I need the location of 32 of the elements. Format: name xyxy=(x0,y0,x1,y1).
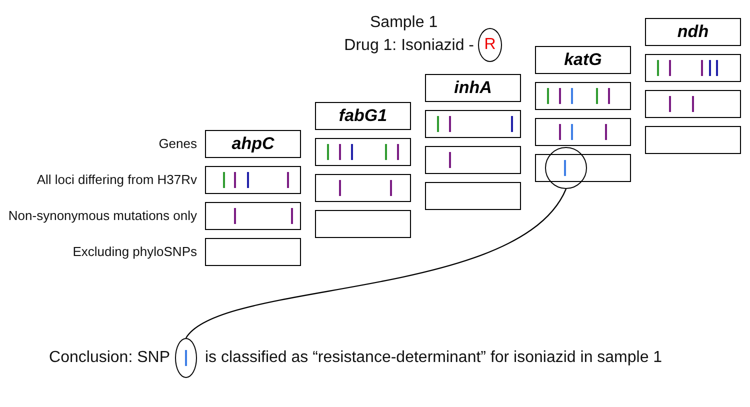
highlight-circle xyxy=(545,147,587,189)
gene-box: katG xyxy=(535,46,631,74)
row-label: Genes xyxy=(158,136,197,151)
gene-box: inhA xyxy=(425,74,521,102)
locus-box xyxy=(535,154,631,182)
locus-box xyxy=(205,202,301,230)
row-label: Non-synonymous mutations only xyxy=(8,208,197,223)
snp-oval xyxy=(175,338,197,378)
locus-box xyxy=(425,110,521,138)
locus-box xyxy=(645,126,741,154)
resistance-circle: R xyxy=(478,28,502,62)
locus-box xyxy=(535,82,631,110)
conclusion-text: is classified as “resistance-determinant” for isoniazid in sample 1 xyxy=(205,349,662,367)
gene-box: ndh xyxy=(645,18,741,46)
locus-box xyxy=(535,118,631,146)
locus-box xyxy=(645,54,741,82)
locus-box xyxy=(205,238,301,266)
title: Sample 1 xyxy=(370,14,438,32)
locus-box xyxy=(315,174,411,202)
conclusion-text: Conclusion: SNP xyxy=(49,349,170,367)
locus-box xyxy=(315,210,411,238)
drug-label: Drug 1: Isoniazid - xyxy=(344,37,474,55)
row-label: Excluding phyloSNPs xyxy=(72,244,197,259)
locus-box xyxy=(425,146,521,174)
locus-box xyxy=(425,182,521,210)
gene-box: fabG1 xyxy=(315,102,411,130)
leader-line xyxy=(186,188,566,338)
row-label: All loci differing from H37Rv xyxy=(36,172,197,187)
locus-box xyxy=(645,90,741,118)
locus-box xyxy=(315,138,411,166)
locus-box xyxy=(205,166,301,194)
gene-box: ahpC xyxy=(205,130,301,158)
